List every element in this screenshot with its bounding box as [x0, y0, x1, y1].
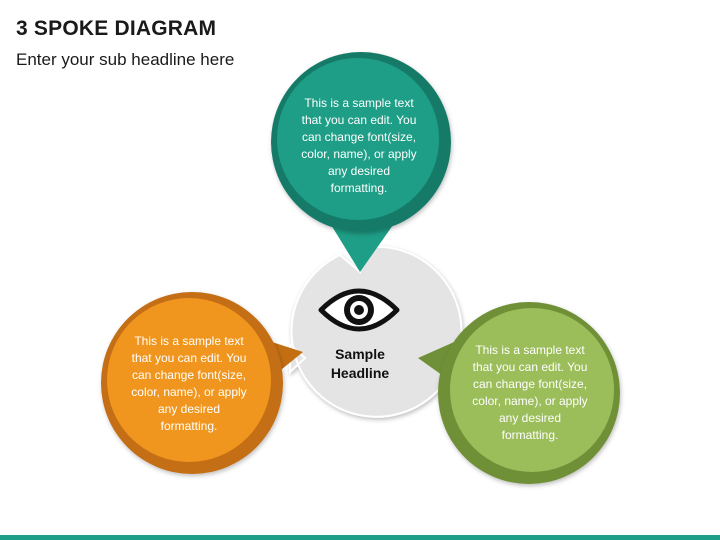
right-bubble: [450, 308, 614, 472]
page-subtitle: Enter your sub headline here: [16, 50, 235, 69]
hub-shape: [289, 245, 463, 418]
left-bubble-text: This is a sample text that you can edit.…: [131, 334, 247, 433]
right-bubble-text: This is a sample text that you can edit.…: [472, 343, 588, 442]
eye-icon: [318, 288, 400, 332]
page-title: 3 SPOKE DIAGRAM: [16, 17, 217, 40]
left-bubble: [107, 298, 271, 462]
center-headline: Sample Headline: [290, 345, 430, 383]
center-headline-line2: Headline: [330, 365, 390, 381]
bottom-accent-bar: [0, 535, 720, 540]
center-headline-line1: Sample: [335, 346, 385, 362]
top-bubble: [277, 58, 439, 220]
top-bubble-text: This is a sample text that you can edit.…: [301, 96, 417, 195]
